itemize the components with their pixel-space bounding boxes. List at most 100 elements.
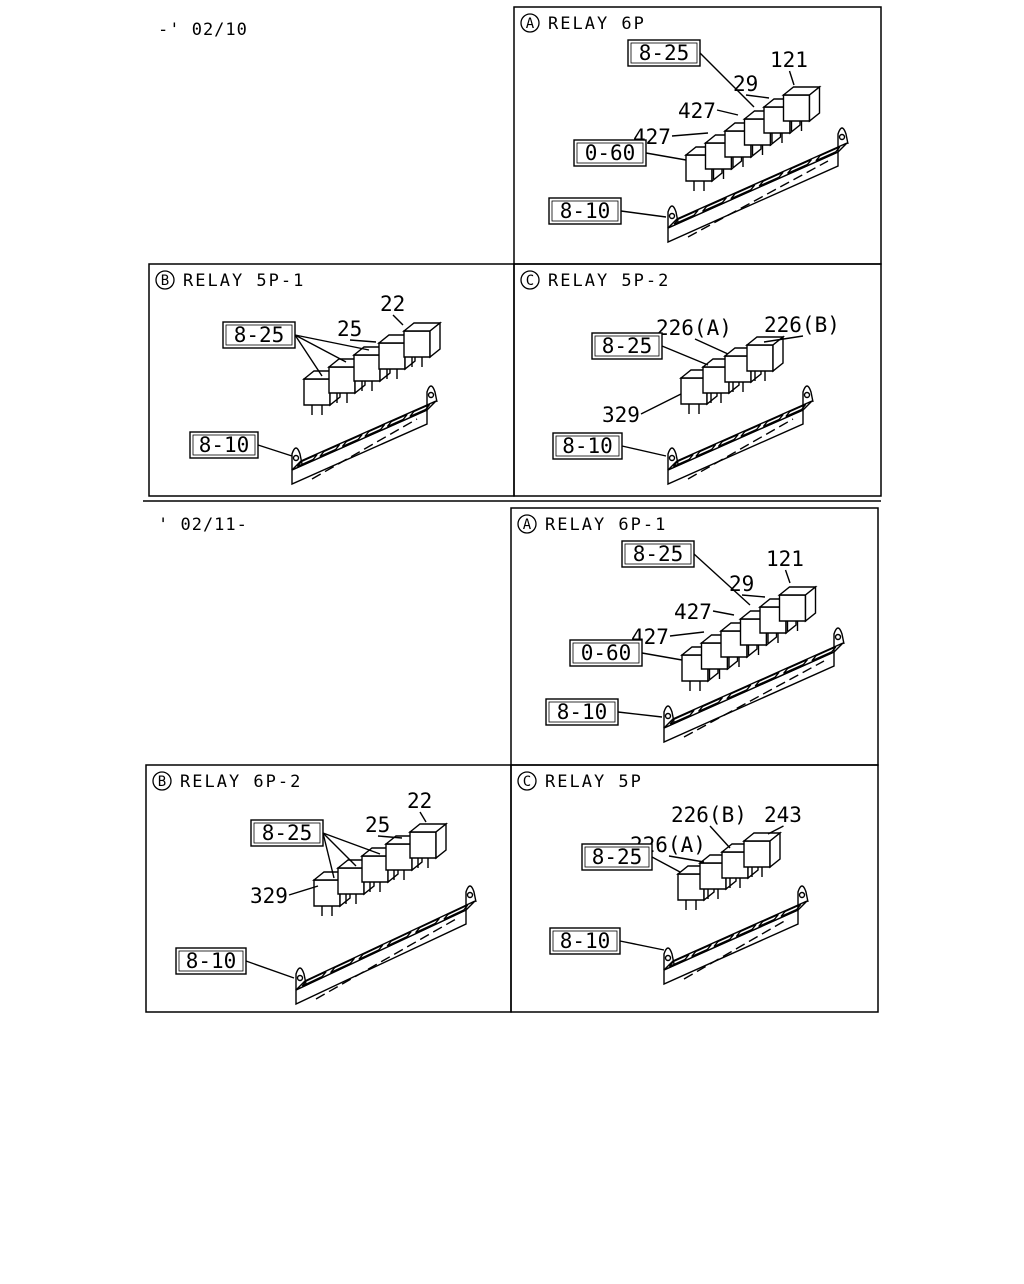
relay-bracket (295, 885, 477, 1006)
part-ref-box: 8-25 (627, 39, 755, 108)
relay-icon (745, 335, 785, 381)
svg-text:8-25: 8-25 (262, 821, 313, 845)
panel-title: RELAY 5P-2 (548, 271, 670, 291)
svg-text:29: 29 (729, 572, 754, 596)
svg-text:29: 29 (733, 72, 758, 96)
svg-text:8-10: 8-10 (199, 433, 250, 457)
relay-bracket (663, 627, 845, 744)
svg-text:427: 427 (678, 99, 716, 123)
part-ref-box: 8-25 (222, 321, 370, 377)
panel-c1: C RELAY 5P-2 226(A) 226(B) 8-25 329 8-10 (513, 263, 882, 497)
svg-text:0-60: 0-60 (581, 641, 632, 665)
part-ref-box: 0-60 (569, 639, 683, 667)
svg-text:22: 22 (380, 292, 405, 316)
panel-marker-circle (155, 270, 175, 290)
svg-text:25: 25 (365, 813, 390, 837)
panel-b1: B RELAY 5P-1 22 25 8-25 8-10 (148, 263, 515, 497)
part-ref-box: 8-10 (549, 927, 665, 955)
panel-b2: B RELAY 6P-2 22 25 8-25 329 8-10 (145, 764, 512, 1013)
panel-marker-circle (517, 514, 537, 534)
part-ref-box: 8-25 (250, 819, 381, 879)
period-label-top: -' 02/10 (158, 20, 248, 40)
part-number-callout: 427 (678, 99, 739, 123)
part-number-callout: 25 (365, 813, 403, 839)
svg-text:8-10: 8-10 (186, 949, 237, 973)
part-number-callout: 22 (380, 292, 405, 326)
part-number-callout: 29 (729, 572, 766, 598)
relay-bracket (663, 885, 809, 986)
panel-marker-letter: A (523, 517, 532, 533)
panel-title: RELAY 6P-1 (545, 515, 667, 535)
part-number-callout: 22 (407, 789, 432, 823)
part-ref-box: 8-25 (621, 540, 751, 606)
svg-text:226(A): 226(A) (656, 316, 732, 340)
part-ref-box: 8-25 (591, 332, 709, 366)
svg-text:8-25: 8-25 (592, 845, 643, 869)
part-number-callout: 121 (766, 547, 804, 584)
panel-title: RELAY 5P-1 (183, 271, 305, 291)
panel-marker-circle (152, 771, 172, 791)
part-ref-box: 8-25 (581, 843, 681, 873)
svg-text:8-25: 8-25 (639, 41, 690, 65)
relay-icon (402, 321, 442, 367)
part-ref-box: 8-10 (175, 947, 295, 979)
svg-text:8-10: 8-10 (562, 434, 613, 458)
svg-text:121: 121 (766, 547, 804, 571)
panel-marker-letter: C (523, 774, 531, 790)
relay-bracket (667, 385, 814, 486)
svg-text:226(B): 226(B) (764, 313, 840, 337)
svg-text:121: 121 (770, 48, 808, 72)
part-number-callout: 226(B) (763, 313, 840, 343)
part-number-callout: 243 (764, 803, 802, 835)
part-number-callout: 25 (337, 317, 377, 343)
svg-text:8-25: 8-25 (633, 542, 684, 566)
svg-text:22: 22 (407, 789, 432, 813)
part-number-callout: 329 (250, 884, 319, 908)
relay-icon (742, 831, 782, 877)
svg-text:8-25: 8-25 (234, 323, 285, 347)
part-number-callout: 29 (733, 72, 770, 99)
part-number-callout: 226(B) (671, 803, 747, 849)
panel-marker-letter: B (161, 273, 169, 289)
svg-text:8-10: 8-10 (560, 929, 611, 953)
svg-text:427: 427 (674, 600, 712, 624)
panel-title: RELAY 5P (545, 772, 643, 792)
panel-frame (510, 764, 879, 1013)
svg-text:329: 329 (602, 403, 640, 427)
part-number-callout: 329 (602, 393, 682, 427)
svg-text:8-10: 8-10 (557, 700, 608, 724)
svg-text:8-10: 8-10 (560, 199, 611, 223)
panel-marker-circle (520, 270, 540, 290)
svg-text:243: 243 (764, 803, 802, 827)
relay-icon (777, 585, 818, 631)
relay-icon (781, 85, 822, 131)
relay-bracket (291, 385, 438, 486)
panel-title: RELAY 6P-2 (180, 772, 302, 792)
part-number-callout: 427 (674, 600, 735, 624)
part-ref-box: 8-10 (545, 698, 663, 726)
panel-title: RELAY 6P (548, 14, 646, 34)
svg-text:329: 329 (250, 884, 288, 908)
panel-marker-letter: A (526, 16, 535, 32)
svg-text:25: 25 (337, 317, 362, 341)
panel-frame (513, 263, 882, 497)
part-ref-box: 8-10 (552, 432, 667, 460)
period-label-bottom: ' 02/11- (158, 515, 248, 535)
svg-text:8-25: 8-25 (602, 334, 653, 358)
svg-text:0-60: 0-60 (585, 141, 636, 165)
panel-marker-letter: B (158, 774, 166, 790)
panel-marker-circle (520, 13, 540, 33)
svg-text:226(B): 226(B) (671, 803, 747, 827)
panel-marker-letter: C (526, 273, 534, 289)
panel-marker-circle (517, 771, 537, 791)
relay-bracket (667, 127, 849, 244)
relay-icon (408, 822, 448, 868)
part-ref-box: 8-10 (548, 197, 667, 225)
part-ref-box: 0-60 (573, 139, 687, 167)
